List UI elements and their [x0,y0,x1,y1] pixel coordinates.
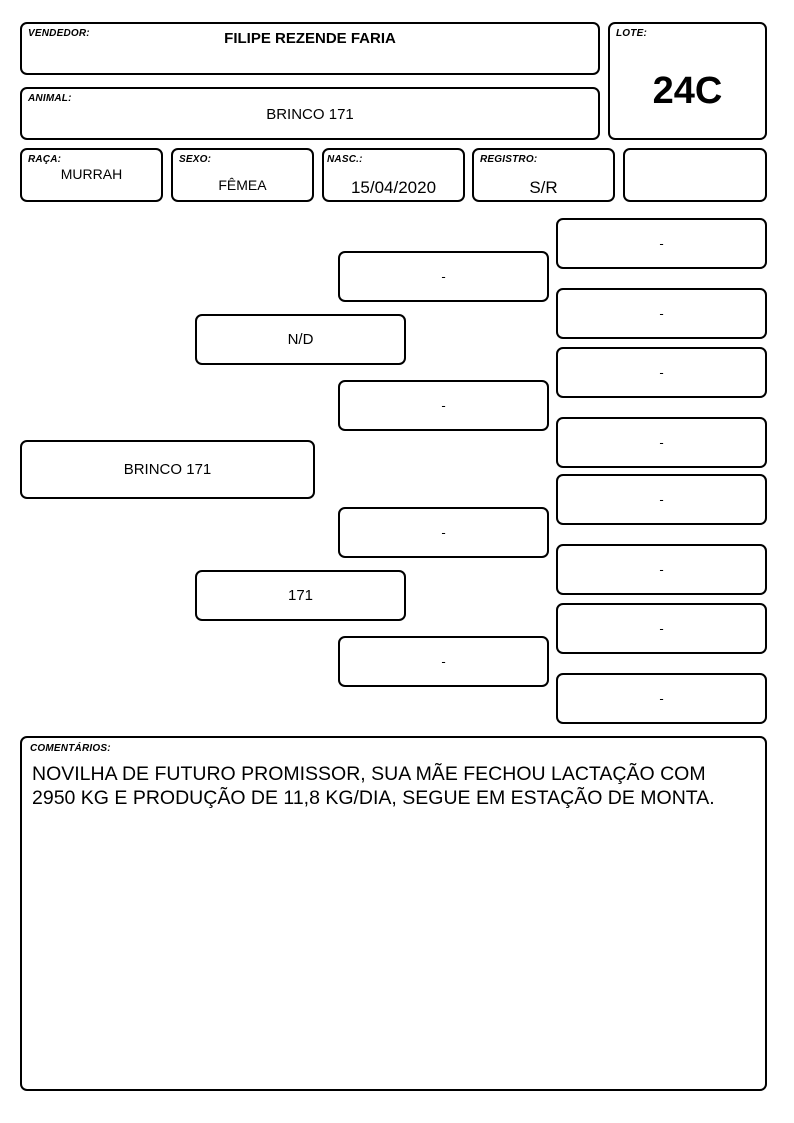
comments-label: COMENTÁRIOS: [30,743,111,754]
pedigree-gen3-6: - [556,544,767,595]
pedigree-gen3-2: - [556,288,767,339]
lote-value: 24C [652,70,723,112]
animal-label: ANIMAL: [28,93,72,104]
comments-text: NOVILHA DE FUTURO PROMISSOR, SUA MÃE FEC… [32,763,715,809]
animal-box: ANIMAL: BRINCO 171 [20,87,600,140]
pedigree-sire-dam: - [338,380,549,431]
registro-box: REGISTRO: S/R [472,148,615,202]
vendedor-value: FILIPE REZENDE FARIA [224,30,396,47]
registro-label: REGISTRO: [480,154,538,165]
lote-label: LOTE: [616,28,647,39]
raca-value: MURRAH [60,166,123,182]
pedigree-gen3-8: - [556,673,767,724]
lote-box: LOTE: 24C [608,22,767,140]
pedigree-gen3-1: - [556,218,767,269]
pedigree-gen3-3: - [556,347,767,398]
nasc-box: NASC.: 15/04/2020 [322,148,465,202]
pedigree-sire: N/D [195,314,406,365]
extra-box [623,148,767,202]
raca-label: RAÇA: [28,154,62,165]
pedigree-dam-sire: - [338,507,549,558]
pedigree-gen3-5: - [556,474,767,525]
nasc-label: NASC.: [327,154,363,165]
nasc-value: 15/04/2020 [350,178,437,197]
comments-box: COMENTÁRIOS: NOVILHA DE FUTURO PROMISSOR… [20,736,767,1091]
pedigree-dam-dam: - [338,636,549,687]
raca-box: RAÇA: MURRAH [20,148,163,202]
sexo-value: FÊMEA [218,177,267,193]
pedigree-gen3-4: - [556,417,767,468]
pedigree-animal: BRINCO 171 [20,440,315,499]
registro-value: S/R [529,178,558,197]
sexo-label: SEXO: [179,154,212,165]
animal-value: BRINCO 171 [266,106,354,123]
vendedor-label: VENDEDOR: [28,28,90,39]
pedigree-sire-sire: - [338,251,549,302]
pedigree-gen3-7: - [556,603,767,654]
sexo-box: SEXO: FÊMEA [171,148,314,202]
pedigree-dam: 171 [195,570,406,621]
vendedor-box: VENDEDOR: FILIPE REZENDE FARIA [20,22,600,75]
